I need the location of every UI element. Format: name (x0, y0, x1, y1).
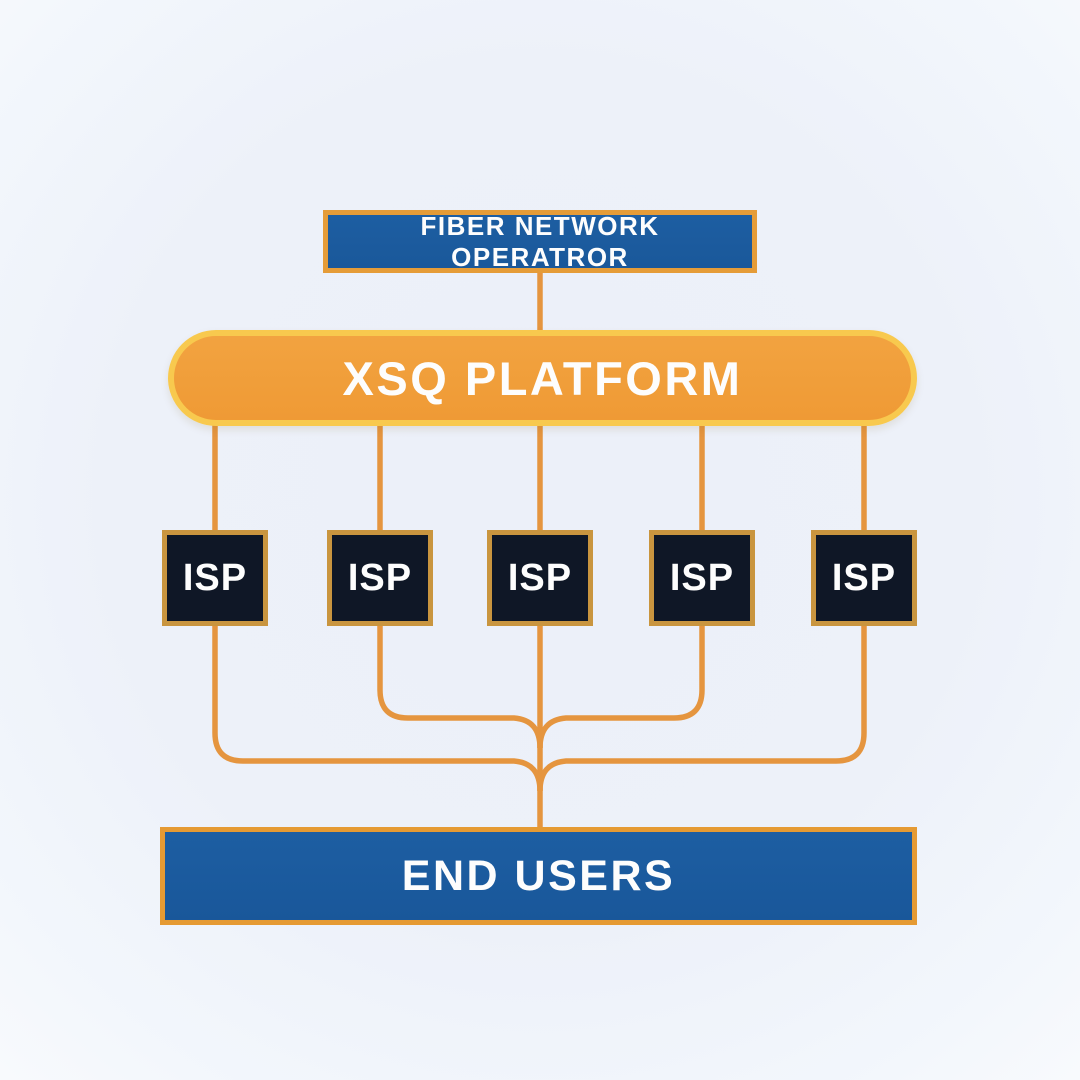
isp-2-label: ISP (347, 556, 413, 599)
isp-4-label: ISP (669, 556, 735, 599)
fiber-network-operator-label: FIBER NETWORK OPERATROR (420, 210, 660, 272)
connector-isp-2-to-endusers (377, 623, 543, 749)
connector-isp-5-to-endusers (537, 623, 867, 792)
node-isp-3: ISP (487, 530, 593, 626)
isp-1-label: ISP (182, 556, 248, 599)
node-fiber-network-operator: FIBER NETWORK OPERATROR (323, 210, 757, 273)
connector-isp-4-to-endusers (537, 623, 705, 749)
isp-5-label: ISP (831, 556, 897, 599)
node-isp-4: ISP (649, 530, 755, 626)
xsq-platform-label: XSQ PLATFORM (342, 351, 743, 405)
node-isp-2: ISP (327, 530, 433, 626)
node-isp-1: ISP (162, 530, 268, 626)
connector-isp-1-to-endusers (212, 623, 543, 792)
isp-3-label: ISP (507, 556, 573, 599)
node-end-users: END USERS (160, 827, 917, 925)
node-isp-5: ISP (811, 530, 917, 626)
node-xsq-platform: XSQ PLATFORM (168, 330, 917, 426)
end-users-label: END USERS (401, 851, 676, 900)
